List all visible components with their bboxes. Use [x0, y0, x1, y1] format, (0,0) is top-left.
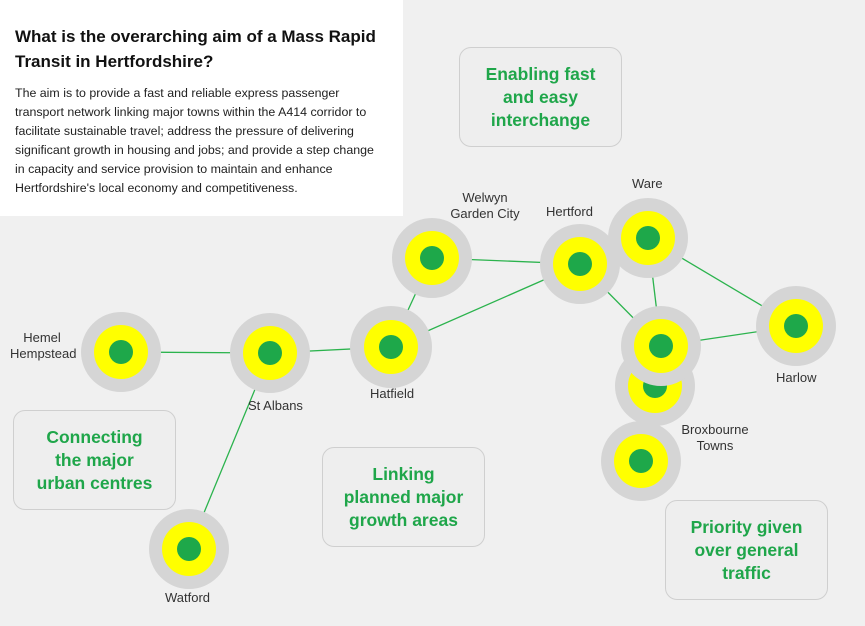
label-watford-text: Watford [165, 590, 211, 605]
label-broxbourne-towns: Broxbourne Towns [678, 422, 752, 454]
label-harlow: Harlow [776, 370, 816, 386]
intro-title: What is the overarching aim of a Mass Ra… [15, 24, 393, 74]
node-st-albans [230, 313, 310, 393]
label-broxbourne-line-2: Towns [696, 438, 734, 453]
callout-connecting-line-1: Connecting [46, 426, 143, 447]
intro-body: The aim is to provide a fast and reliabl… [15, 84, 393, 198]
intro-body-line-2: transport network linking major towns wi… [15, 105, 367, 119]
callout-priority-line-3: traffic [722, 562, 771, 583]
label-welwyn-line-2: Garden City [450, 206, 520, 221]
label-harlow-text: Harlow [776, 370, 817, 385]
callout-linking-line-1: Linking [372, 463, 435, 484]
intro-title-line-1: What is the overarching aim of a Mass Ra… [15, 27, 376, 46]
callout-priority-line-1: Priority given [690, 516, 803, 537]
label-hatfield-text: Hatfield [370, 386, 415, 401]
callout-enabling-line-2: and easy [503, 86, 578, 107]
callout-connecting-centres: Connecting the major urban centres [13, 410, 176, 510]
callout-enabling-interchange: Enabling fast and easy interchange [459, 47, 622, 147]
callout-enabling-line-3: interchange [490, 109, 591, 130]
callout-linking-line-3: growth areas [349, 509, 458, 530]
label-hertford: Hertford [546, 204, 593, 220]
callout-linking-line-2: planned major [343, 486, 464, 507]
label-welwyn-line-1: Welwyn [462, 190, 508, 205]
label-hemel-line-1: Hemel [23, 330, 61, 345]
intro-panel: What is the overarching aim of a Mass Ra… [0, 0, 403, 216]
callout-connecting-line-3: urban centres [36, 472, 153, 493]
label-hemel-hempstead: Hemel Hempstead [10, 330, 77, 362]
label-watford: Watford [165, 590, 210, 606]
intro-body-line-5: in capacity and service provision to mai… [15, 162, 333, 176]
label-st-albans-text: St Albans [248, 398, 303, 413]
label-st-albans: St Albans [248, 398, 303, 414]
label-hertford-text: Hertford [546, 204, 593, 219]
node-harlow [756, 286, 836, 366]
label-ware: Ware [632, 176, 663, 192]
node-hemel-hempstead [81, 312, 161, 392]
node-hertford [540, 224, 620, 304]
label-hatfield: Hatfield [370, 386, 414, 402]
intro-body-line-6: Hertfordshire's local economy and compet… [15, 181, 298, 195]
label-ware-text: Ware [632, 176, 663, 191]
label-hemel-line-2: Hempstead [10, 346, 77, 361]
intro-title-line-2: Transit in Hertfordshire? [15, 52, 214, 71]
node-broxbourne-south [601, 421, 681, 501]
callout-linking-growth: Linking planned major growth areas [322, 447, 485, 547]
node-hatfield [350, 306, 432, 388]
callout-priority-traffic: Priority given over general traffic [665, 500, 828, 600]
node-broxbourne-north [621, 306, 701, 386]
label-broxbourne-line-1: Broxbourne [681, 422, 749, 437]
label-welwyn-garden-city: Welwyn Garden City [446, 190, 524, 222]
node-ware [608, 198, 688, 278]
intro-body-line-4: significant growth in housing and jobs; … [15, 143, 374, 157]
callout-connecting-line-2: the major [55, 449, 134, 470]
callout-enabling-line-1: Enabling fast [485, 63, 596, 84]
intro-body-line-3: facilitate sustainable travel; address t… [15, 124, 354, 138]
station-nodes [81, 198, 836, 589]
callout-priority-line-2: over general [694, 539, 799, 560]
intro-body-line-1: The aim is to provide a fast and reliabl… [15, 86, 340, 100]
node-watford [149, 509, 229, 589]
node-welwyn-garden-city [392, 218, 472, 298]
